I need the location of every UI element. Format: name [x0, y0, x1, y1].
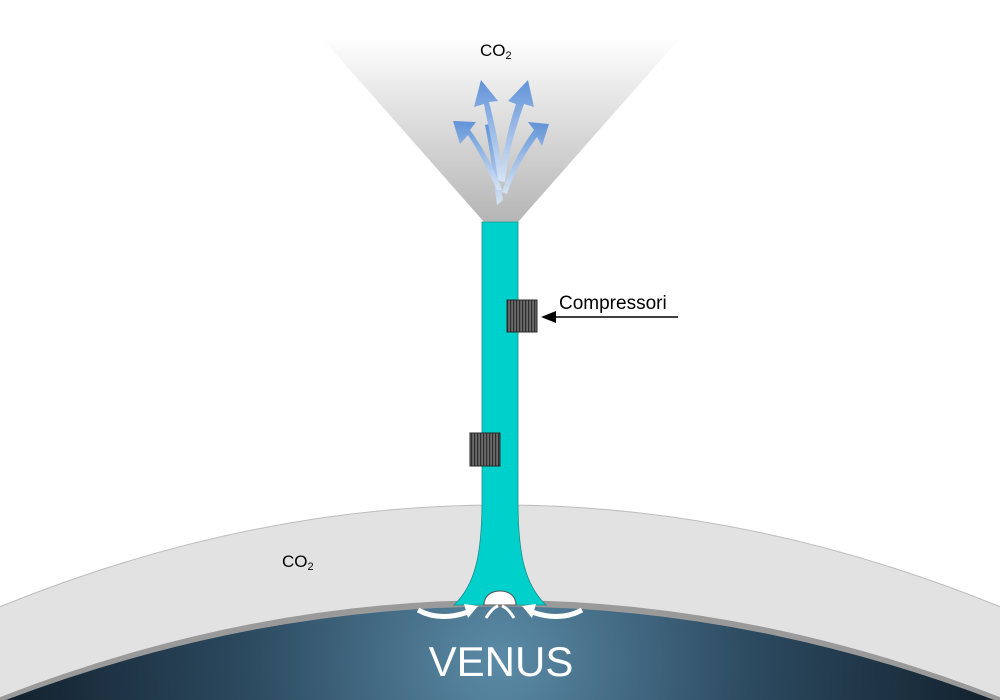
venus-surface	[5, 606, 995, 700]
planet-name: VENUS	[429, 638, 574, 685]
curved-arrows-inward-icon	[416, 604, 584, 619]
compressor-lower	[469, 432, 501, 467]
intake-opening	[483, 590, 517, 606]
arrows-spread-up-icon	[453, 80, 549, 205]
compressor-upper	[506, 299, 538, 333]
exhaust-funnel	[320, 36, 682, 222]
top-gas-label: CO2	[480, 41, 512, 62]
atmosphere-gas-label: CO2	[282, 552, 314, 573]
arrow-left-icon	[541, 311, 678, 323]
compressor-label: Compressori	[559, 293, 667, 314]
